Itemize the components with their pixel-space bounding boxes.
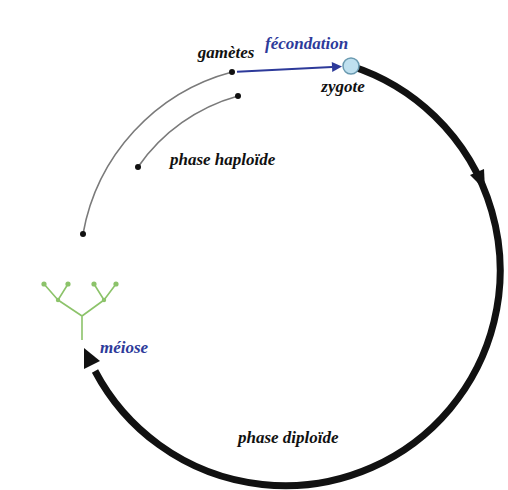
node-label: zygote — [321, 77, 364, 97]
gamete-node: gamètes — [227, 67, 237, 77]
node-shape — [227, 67, 237, 77]
phase-label: phase diploïde — [238, 428, 339, 448]
process-label: méiose — [100, 338, 148, 358]
meiosis-tree — [44, 284, 116, 340]
arrow-head — [84, 348, 100, 369]
node-shape — [342, 57, 360, 75]
arrow-head — [470, 169, 485, 190]
zygote-node: zygote — [342, 57, 360, 75]
diploid-arc — [95, 66, 500, 486]
meiosis-cells — [41, 281, 118, 302]
cell-dot — [135, 164, 141, 170]
cell-dot — [80, 231, 86, 237]
phase-label: phase haploïde — [170, 150, 275, 170]
gamete-dot — [235, 93, 241, 99]
edge-label: fécondation — [265, 34, 348, 54]
fertilisation-arrow — [237, 62, 342, 72]
node-label: gamètes — [198, 43, 255, 63]
